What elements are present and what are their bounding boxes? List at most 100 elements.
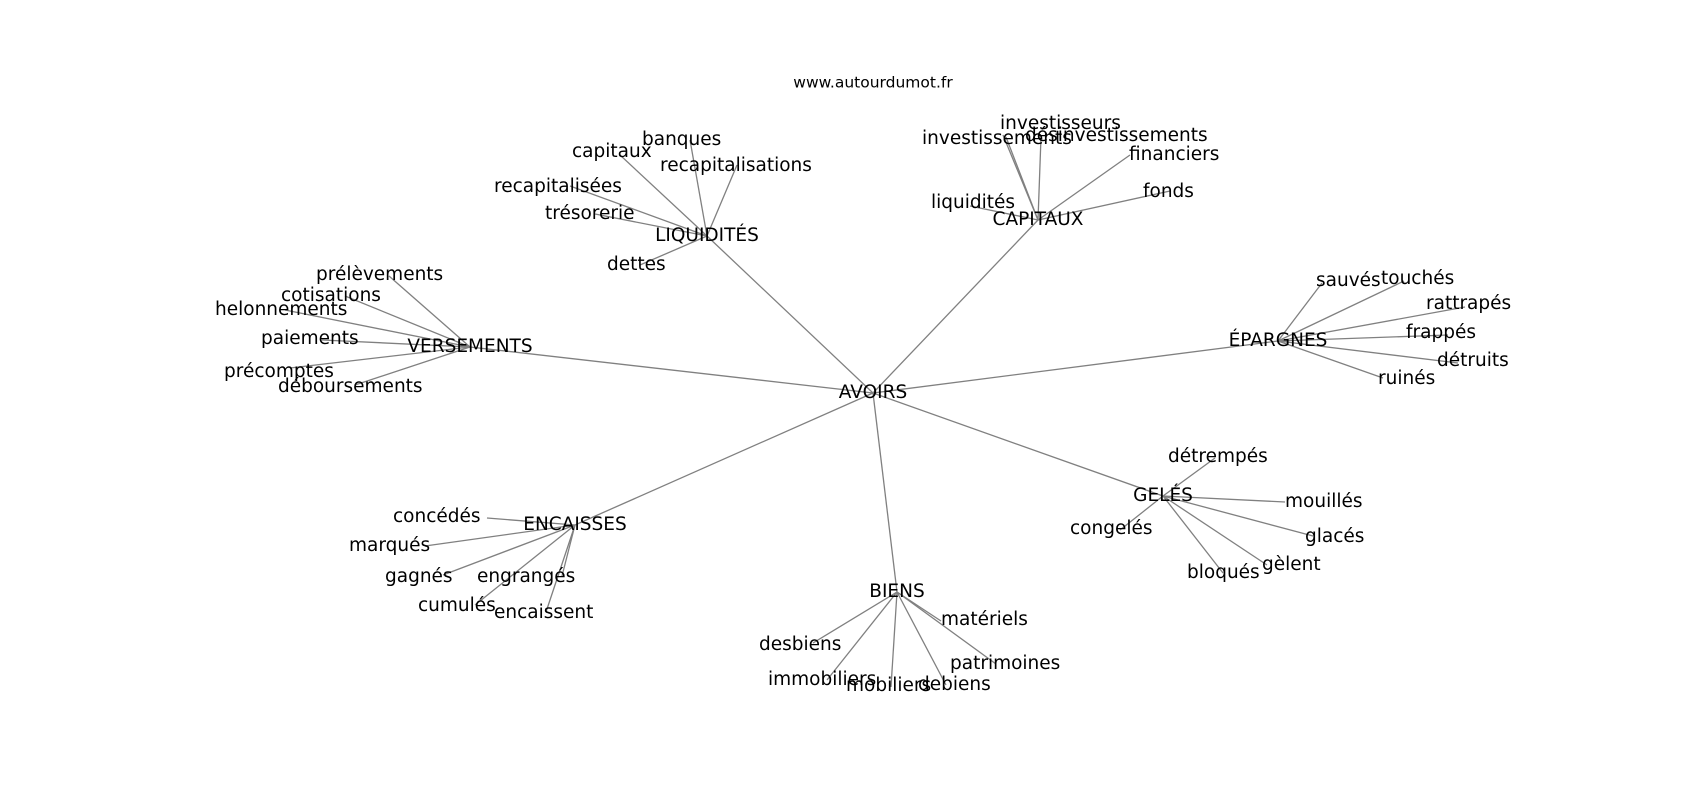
- leaf-word-label: immobiliers: [768, 669, 876, 690]
- leaf-word-label: sauvés: [1316, 270, 1381, 291]
- leaf-word-label: désinvestissements: [1025, 125, 1208, 146]
- edge-center-to-hub: [574, 392, 874, 526]
- leaf-word-label: dettes: [607, 254, 666, 275]
- leaf-word-label: banques: [642, 129, 721, 150]
- edge-hub-to-leaf: [890, 591, 898, 688]
- edge-hub-to-leaf: [1162, 495, 1224, 574]
- leaf-word-label: paiements: [261, 328, 359, 349]
- leaf-word-label: helonnements: [215, 299, 347, 320]
- edge-hub-to-leaf: [1119, 495, 1164, 531]
- edge-hub-to-leaf: [1277, 334, 1449, 342]
- edge-hub-to-leaf: [689, 139, 708, 237]
- leaf-word-label: mobiliers: [846, 675, 931, 696]
- edge-hub-to-leaf: [706, 164, 738, 237]
- edge-hub-to-leaf: [474, 524, 576, 606]
- site-watermark: www.autourdumot.fr: [793, 74, 953, 92]
- hub-word-label: VERSEMENTS: [407, 336, 532, 357]
- leaf-word-label: fonds: [1143, 181, 1194, 202]
- leaf-word-label: frappés: [1406, 322, 1476, 343]
- leaf-word-label: encaissent: [494, 602, 593, 623]
- edge-hub-to-leaf: [619, 154, 708, 237]
- edge-hub-to-leaf: [354, 346, 471, 386]
- edge-hub-to-leaf: [1005, 136, 1039, 221]
- leaf-word-label: bloqués: [1187, 562, 1260, 583]
- edge-hub-to-leaf: [1277, 282, 1323, 342]
- leaf-word-label: matériels: [941, 609, 1028, 630]
- leaf-word-label: financiers: [1129, 144, 1219, 165]
- edge-hub-to-leaf: [486, 517, 576, 526]
- edge-hub-to-leaf: [969, 205, 1039, 221]
- edge-center-to-hub: [872, 392, 898, 593]
- hub-word-label: CAPITAUX: [993, 209, 1084, 230]
- leaf-word-label: ruinés: [1378, 368, 1435, 389]
- leaf-word-label: debiens: [918, 674, 991, 695]
- edge-hub-to-leaf: [1162, 457, 1216, 497]
- edge-hub-to-leaf: [1037, 154, 1131, 221]
- edge-hub-to-leaf: [1277, 306, 1466, 342]
- hub-word-label: BIENS: [869, 581, 924, 602]
- hub-word-label: GELÉS: [1133, 484, 1193, 506]
- leaf-word-label: gagnés: [385, 566, 453, 587]
- edge-hub-to-leaf: [344, 295, 471, 348]
- edge-hub-to-leaf: [896, 591, 997, 665]
- leaf-word-label: recapitalisées: [494, 176, 622, 197]
- leaf-word-label: détruits: [1437, 350, 1509, 371]
- edge-hub-to-leaf: [1037, 136, 1042, 221]
- edge-hub-to-leaf: [1277, 340, 1459, 364]
- edge-hub-to-leaf: [1162, 495, 1286, 503]
- edge-hub-to-leaf: [569, 185, 708, 237]
- leaf-word-label: gèlent: [1262, 554, 1321, 575]
- leaf-word-label: touchés: [1381, 268, 1454, 289]
- leaf-word-label: cumulés: [418, 595, 496, 616]
- edge-hub-to-leaf: [594, 213, 708, 237]
- edge-hub-to-leaf: [424, 524, 576, 547]
- edge-center-to-hub: [469, 346, 874, 394]
- leaf-word-label: patrimoines: [950, 653, 1060, 674]
- edge-hub-to-leaf: [442, 524, 576, 576]
- edge-hub-to-leaf: [1162, 495, 1268, 566]
- leaf-word-label: investissements: [922, 128, 1072, 149]
- leaf-word-label: déboursements: [278, 376, 423, 397]
- edge-center-to-hub: [706, 235, 874, 394]
- leaf-word-label: précomptes: [224, 361, 334, 382]
- edge-hub-to-leaf: [826, 591, 898, 681]
- leaf-word-label: congelés: [1070, 518, 1153, 539]
- leaf-word-label: glacés: [1305, 526, 1364, 547]
- leaf-word-label: marqués: [349, 535, 430, 556]
- edge-hub-to-leaf: [896, 591, 947, 686]
- edge-hub-to-leaf: [812, 591, 898, 644]
- edge-hub-to-leaf: [388, 275, 471, 348]
- edge-hub-to-leaf: [1037, 190, 1171, 221]
- leaf-word-label: rattrapés: [1426, 293, 1511, 314]
- edge-center-to-hub: [872, 392, 1164, 497]
- edge-center-to-hub: [872, 219, 1039, 394]
- edge-hub-to-leaf: [289, 346, 471, 369]
- leaf-word-label: concédés: [393, 506, 481, 527]
- leaf-word-label: desbiens: [759, 634, 841, 655]
- leaf-word-label: détrempés: [1168, 446, 1268, 467]
- leaf-word-label: investisseurs: [1000, 113, 1121, 134]
- leaf-word-label: cotisations: [281, 285, 381, 306]
- edge-hub-to-leaf: [1162, 495, 1314, 537]
- edge-hub-to-leaf: [1277, 280, 1405, 342]
- edge-hub-to-leaf: [639, 235, 708, 266]
- edge-hub-to-leaf: [321, 339, 471, 348]
- leaf-word-label: engrangés: [477, 566, 575, 587]
- leaf-word-label: trésorerie: [545, 203, 635, 224]
- edge-center-to-hub: [872, 340, 1279, 394]
- hub-word-label: LIQUIDITÉS: [655, 224, 759, 246]
- leaf-word-label: prélèvements: [316, 264, 443, 285]
- center-word-label: AVOIRS: [839, 382, 907, 403]
- hub-word-label: ENCAISSES: [523, 514, 626, 535]
- edge-hub-to-leaf: [545, 524, 576, 613]
- leaf-word-label: mouillés: [1285, 491, 1363, 512]
- leaf-word-label: capitaux: [572, 141, 652, 162]
- leaf-word-label: liquidités: [931, 192, 1015, 213]
- hub-word-label: ÉPARGNES: [1229, 329, 1328, 351]
- leaf-word-label: recapitalisations: [660, 155, 812, 176]
- edge-hub-to-leaf: [284, 309, 471, 348]
- graph-edges: [284, 134, 1466, 688]
- edge-hub-to-leaf: [1277, 340, 1384, 379]
